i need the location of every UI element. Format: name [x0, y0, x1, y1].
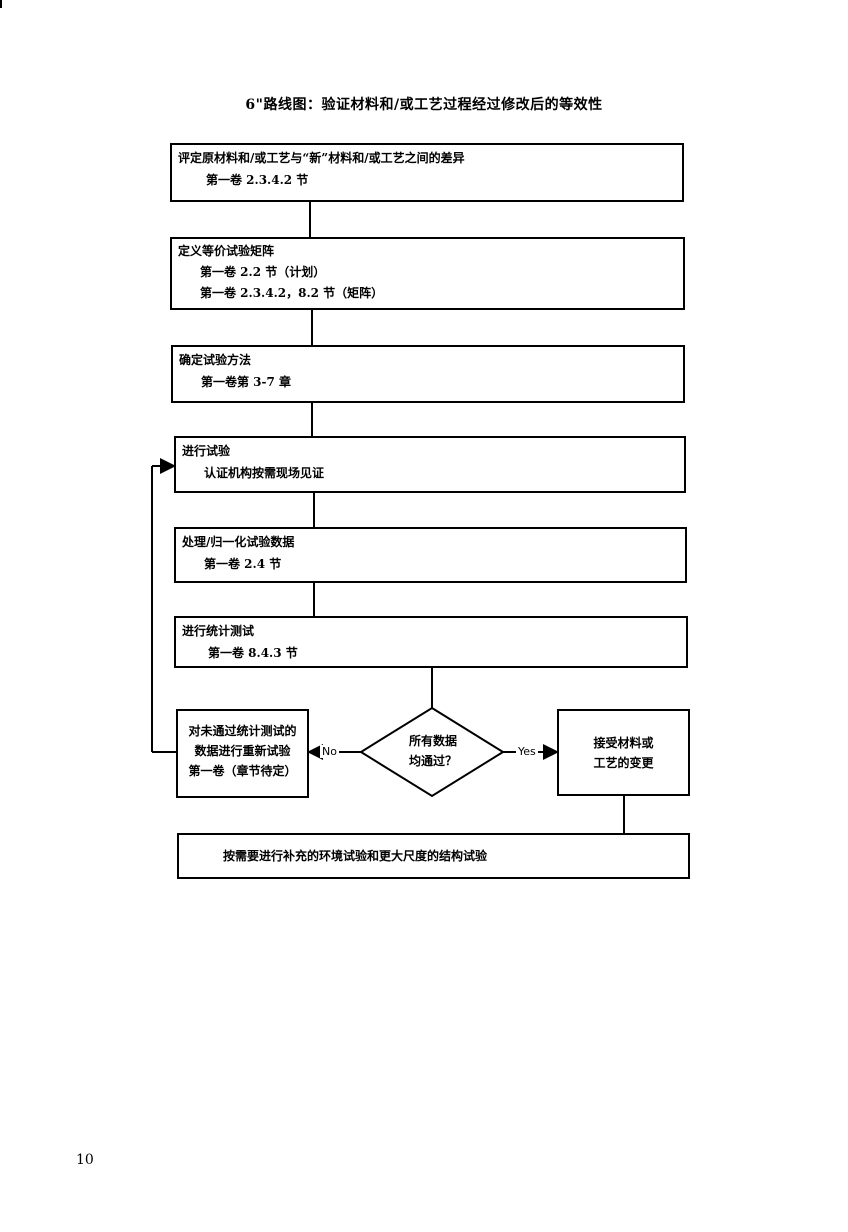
accept-change: 接受材料或 工艺的变更: [557, 709, 690, 796]
step-3-reference: 第一卷第 3-7 章: [201, 375, 292, 389]
scan-mark: [0, 0, 2, 8]
step-5-title: 处理/归一化试验数据: [182, 535, 295, 549]
page-number: 10: [76, 1152, 94, 1168]
step-evaluate-differences: 评定原材料和/或工艺与“新”材料和/或工艺之间的差异 第一卷 2.3.4.2 节: [170, 143, 684, 202]
step-define-matrix: 定义等价试验矩阵 第一卷 2.2 节（计划） 第一卷 2.3.4.2，8.2 节…: [170, 237, 685, 310]
page-title: 6"路线图：验证材料和/或工艺过程经过修改后的等效性: [245, 97, 603, 113]
step-2-reference-plan: 第一卷 2.2 节（计划）: [200, 265, 326, 279]
step-2-reference-matrix: 第一卷 2.3.4.2，8.2 节（矩阵）: [200, 286, 384, 300]
accept-line-2: 工艺的变更: [593, 756, 654, 770]
retest-line-1: 对未通过统计测试的: [188, 724, 297, 738]
step-statistical-tests: 进行统计测试 第一卷 8.4.3 节: [174, 616, 688, 668]
step-conduct-tests: 进行试验 认证机构按需现场见证: [174, 436, 686, 493]
step-4-title: 进行试验: [182, 444, 231, 458]
step-2-title: 定义等价试验矩阵: [178, 244, 275, 258]
retest-line-3: 第一卷（章节待定）: [188, 764, 297, 778]
step-3-title: 确定试验方法: [179, 353, 252, 367]
step-1-title: 评定原材料和/或工艺与“新”材料和/或工艺之间的差异: [178, 151, 465, 165]
yes-label: Yes: [516, 745, 538, 758]
final-text: 按需要进行补充的环境试验和更大尺度的结构试验: [223, 849, 488, 863]
retest-failed-data: 对未通过统计测试的 数据进行重新试验 第一卷（章节待定）: [176, 709, 309, 798]
decision-line-1: 所有数据: [408, 734, 457, 748]
final-additional-tests: 按需要进行补充的环境试验和更大尺度的结构试验: [177, 833, 690, 879]
no-label: No: [320, 745, 339, 758]
decision-all-data-pass: 所有数据 均通过？: [372, 731, 494, 771]
step-1-reference: 第一卷 2.3.4.2 节: [206, 173, 309, 187]
accept-line-1: 接受材料或: [593, 736, 654, 750]
step-determine-methods: 确定试验方法 第一卷第 3-7 章: [171, 345, 685, 403]
step-5-reference: 第一卷 2.4 节: [204, 557, 282, 571]
step-4-note: 认证机构按需现场见证: [204, 466, 325, 480]
step-process-data: 处理/归一化试验数据 第一卷 2.4 节: [174, 527, 687, 583]
decision-line-2: 均通过？: [408, 754, 457, 768]
retest-line-2: 数据进行重新试验: [194, 744, 291, 758]
step-6-title: 进行统计测试: [182, 624, 255, 638]
step-6-reference: 第一卷 8.4.3 节: [208, 646, 298, 660]
